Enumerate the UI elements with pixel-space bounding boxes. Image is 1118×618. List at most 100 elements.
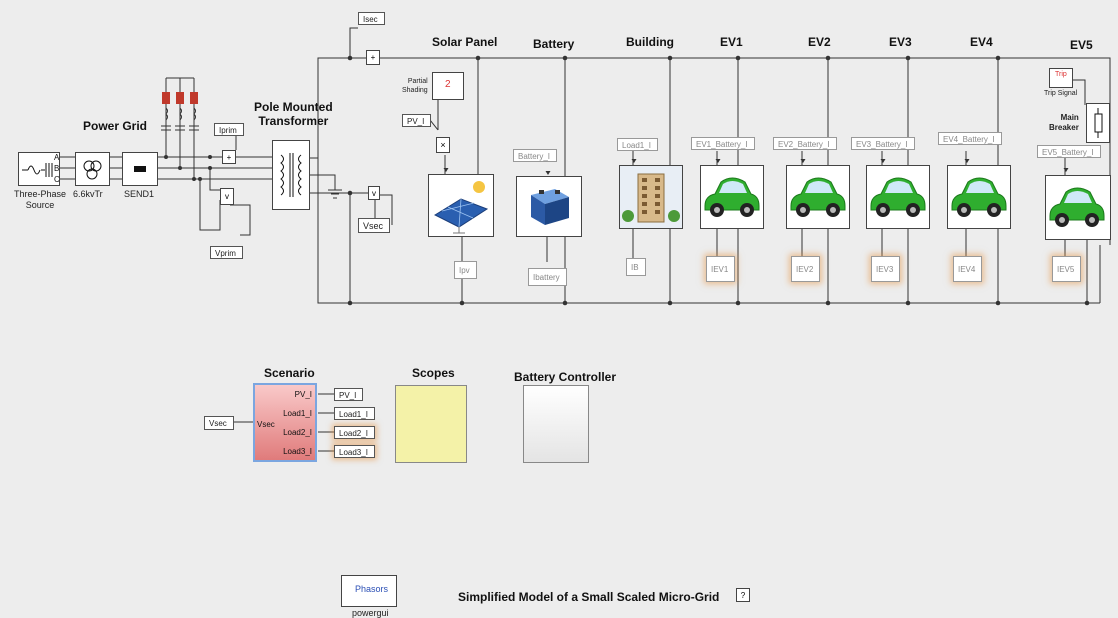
partial-shading-line1: Partial <box>407 78 428 85</box>
ev5-block[interactable] <box>1045 175 1111 240</box>
help-button-label: ? <box>740 591 746 600</box>
source-label-line2: Source <box>25 200 55 210</box>
iprim-measure-block[interactable]: + <box>222 150 236 164</box>
transformer-coil-icon <box>280 153 302 197</box>
tag-iprim[interactable]: Iprim <box>214 123 244 136</box>
tag-ipv[interactable]: Ipv <box>454 261 477 279</box>
battery-controller-block[interactable] <box>523 385 589 463</box>
ev4-block[interactable] <box>947 165 1011 229</box>
ev1-car-icon <box>704 177 760 217</box>
scenario-out-load1: Load1_I <box>283 409 312 418</box>
building-icon <box>620 166 682 228</box>
building-block[interactable] <box>619 165 683 229</box>
powergui-block[interactable]: Phasors <box>341 575 397 607</box>
ev4-title: EV4 <box>970 35 993 49</box>
powergui-mode: Phasors <box>355 584 389 594</box>
partial-shading-label: Partial Shading <box>402 77 428 95</box>
trip-value: Trip <box>1055 71 1067 78</box>
tag-out-load3[interactable]: Load3_I <box>334 445 375 458</box>
tag-vsec[interactable]: Vsec <box>358 218 391 233</box>
vsec-measure-block[interactable]: v <box>368 186 380 200</box>
transformer-title-line2: Transformer <box>258 114 329 128</box>
tag-out-load2[interactable]: Load2_I <box>334 426 375 439</box>
tag-isec[interactable]: Isec <box>358 12 385 25</box>
trip-signal-block[interactable]: Trip <box>1049 68 1073 88</box>
iprim-plus: + <box>226 153 232 162</box>
source-pin-b: B <box>54 164 60 173</box>
breaker-icon <box>1094 108 1103 138</box>
battery-controller-title: Battery Controller <box>514 370 617 384</box>
battery-icon <box>531 189 569 225</box>
send1-label: SEND1 <box>124 189 155 199</box>
battery-block[interactable] <box>516 176 582 237</box>
send1-block[interactable] <box>122 152 158 186</box>
transformer-title-line1: Pole Mounted <box>254 100 333 114</box>
tag-load1-i[interactable]: Load1_I <box>617 138 658 151</box>
tag-iev2[interactable]: IEV2 <box>791 256 821 282</box>
solar-panel-icon <box>433 181 489 234</box>
three-phase-source-block[interactable] <box>18 152 60 186</box>
help-button[interactable]: ? <box>736 588 750 602</box>
tag-ev5-battery-i[interactable]: EV5_Battery_I <box>1037 145 1101 158</box>
ev3-block[interactable] <box>866 165 930 229</box>
product-symbol: × <box>440 140 446 150</box>
product-block[interactable]: × <box>436 137 450 153</box>
tag-pv-in[interactable]: PV_I <box>402 114 432 127</box>
tag-ev1-battery-i[interactable]: EV1_Battery_I <box>691 137 755 150</box>
ev2-block[interactable] <box>786 165 850 229</box>
partial-shading-block[interactable]: 2 <box>432 72 464 100</box>
vsec-v: v <box>372 189 376 198</box>
vprim-v: v <box>225 192 229 201</box>
tag-ib[interactable]: IB <box>626 258 646 276</box>
partial-shading-line2: Shading <box>402 87 428 94</box>
battery-title: Battery <box>533 37 575 51</box>
scenario-title: Scenario <box>264 366 315 380</box>
scenario-block[interactable]: Vsec PV_I Load1_I Load2_I Load3_I <box>253 383 317 462</box>
tag-iev5[interactable]: IEV5 <box>1052 256 1082 282</box>
pole-mounted-transformer-block[interactable] <box>272 140 310 210</box>
scenario-out-load3: Load3_I <box>283 447 312 456</box>
tag-battery-i[interactable]: Battery_I <box>513 149 558 162</box>
isec-plus: + <box>370 53 376 62</box>
ev1-block[interactable] <box>700 165 764 229</box>
tag-ev4-battery-i[interactable]: EV4_Battery_I <box>938 132 1002 145</box>
ac-source-icon <box>22 163 53 177</box>
main-breaker-line1: Main <box>1060 113 1079 122</box>
isec-measure-block[interactable]: + <box>366 50 380 65</box>
power-grid-title: Power Grid <box>83 119 148 133</box>
scopes-subsystem-block[interactable] <box>395 385 467 463</box>
tag-vprim[interactable]: Vprim <box>210 246 243 259</box>
tag-iev4[interactable]: IEV4 <box>953 256 983 282</box>
scenario-out-load2: Load2_I <box>283 428 312 437</box>
vprim-measure-block[interactable]: v <box>220 188 234 205</box>
scopes-title: Scopes <box>412 366 455 380</box>
source-pin-a: A <box>54 153 60 162</box>
scenario-input-label: Vsec <box>257 420 275 429</box>
solar-panel-block[interactable] <box>428 174 494 237</box>
trip-signal-label: Trip Signal <box>1044 90 1078 97</box>
source-label-line1: Three-Phase <box>14 189 67 199</box>
source-pins: A B C <box>54 152 60 185</box>
solar-panel-title: Solar Panel <box>432 35 498 49</box>
tag-ibattery[interactable]: Ibattery <box>528 268 567 286</box>
tag-iev3[interactable]: IEV3 <box>871 256 901 282</box>
transformer-6kv-block[interactable] <box>75 152 110 186</box>
main-breaker-block[interactable] <box>1086 103 1110 143</box>
transformer-title: Pole Mounted Transformer <box>254 100 333 128</box>
transformer-6kv-label: 6.6kvTr <box>73 189 103 199</box>
ev2-car-icon <box>790 177 846 217</box>
scenario-out-pv: PV_I <box>294 390 312 399</box>
three-phase-source-label: Three-Phase Source <box>14 189 66 211</box>
tag-ev3-battery-i[interactable]: EV3_Battery_I <box>851 137 915 150</box>
ev3-car-icon <box>870 177 926 217</box>
main-breaker-line2: Breaker <box>1049 123 1079 132</box>
tag-out-load1[interactable]: Load1_I <box>334 407 375 420</box>
ev4-car-icon <box>951 177 1007 217</box>
diagram-title: Simplified Model of a Small Scaled Micro… <box>458 590 720 604</box>
transformer-icon <box>83 160 102 180</box>
building-title: Building <box>626 35 674 49</box>
tag-vsec-in[interactable]: Vsec <box>204 416 234 430</box>
tag-ev2-battery-i[interactable]: EV2_Battery_I <box>773 137 837 150</box>
tag-out-pv[interactable]: PV_I <box>334 388 364 401</box>
tag-iev1[interactable]: IEV1 <box>706 256 736 282</box>
